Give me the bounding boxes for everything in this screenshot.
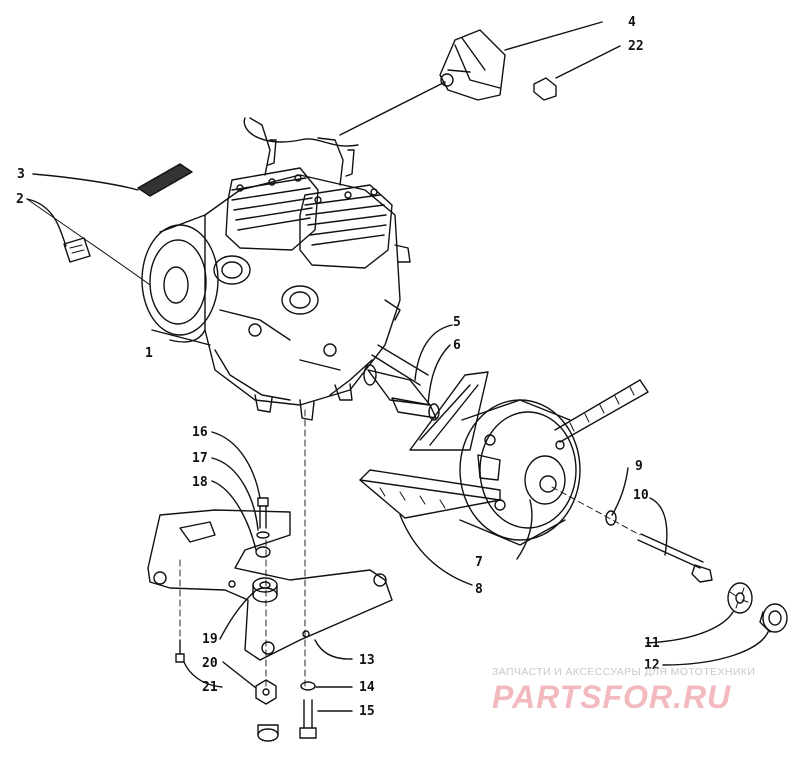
washer-part-17 bbox=[256, 531, 270, 539]
callout-10: 10 bbox=[633, 488, 649, 503]
callout-18: 18 bbox=[192, 475, 208, 490]
callout-4: 4 bbox=[628, 15, 636, 30]
bolt-part-21 bbox=[175, 639, 185, 663]
watermark-tagline: ЗАПЧАСТИ И АКСЕССУАРЫ ДЛЯ МОТОТЕХНИКИ bbox=[492, 666, 756, 678]
callout-2: 2 bbox=[16, 192, 24, 207]
decal-part-3 bbox=[137, 163, 193, 197]
callout-19: 19 bbox=[202, 632, 218, 647]
callout-12: 12 bbox=[644, 658, 660, 673]
drive-belt-part-8 bbox=[359, 379, 649, 519]
cap-part-12 bbox=[759, 603, 788, 633]
nut-part-20 bbox=[255, 679, 279, 742]
callout-3: 3 bbox=[17, 167, 25, 182]
mount-plate-part-13 bbox=[147, 509, 393, 661]
drive-clutch-part-7 bbox=[409, 371, 581, 546]
bolt-part-10 bbox=[637, 533, 713, 583]
callout-22: 22 bbox=[628, 39, 644, 54]
washer-part-9 bbox=[605, 510, 617, 526]
callout-21: 21 bbox=[202, 680, 218, 695]
callout-8: 8 bbox=[475, 582, 483, 597]
callout-11: 11 bbox=[644, 636, 660, 651]
callout-16: 16 bbox=[192, 425, 208, 440]
callout-9: 9 bbox=[635, 459, 643, 474]
spacer-part-18 bbox=[255, 546, 271, 558]
bracket-part-4 bbox=[439, 29, 506, 101]
washer-part-14 bbox=[300, 681, 316, 691]
engine-assembly bbox=[141, 117, 429, 421]
watermark-brand: PARTSFOR.RU bbox=[492, 679, 732, 715]
callout-14: 14 bbox=[359, 680, 375, 695]
callout-1: 1 bbox=[145, 346, 153, 361]
bolt-part-15 bbox=[299, 699, 317, 739]
grommet-part-19 bbox=[252, 577, 278, 603]
bushing-part-6 bbox=[391, 397, 440, 421]
callout-5: 5 bbox=[453, 315, 461, 330]
callout-15: 15 bbox=[359, 704, 375, 719]
callout-20: 20 bbox=[202, 656, 218, 671]
bolt-part-16 bbox=[257, 497, 269, 529]
callout-7: 7 bbox=[475, 555, 483, 570]
callout-17: 17 bbox=[192, 451, 208, 466]
nut-part-22 bbox=[533, 77, 557, 101]
callout-13: 13 bbox=[359, 653, 375, 668]
callout-labels: 1 2 3 4 5 6 7 8 9 10 11 12 13 14 15 16 1… bbox=[16, 15, 660, 719]
tag-part-2 bbox=[63, 237, 91, 263]
callout-6: 6 bbox=[453, 338, 461, 353]
washer-part-11 bbox=[727, 582, 753, 614]
